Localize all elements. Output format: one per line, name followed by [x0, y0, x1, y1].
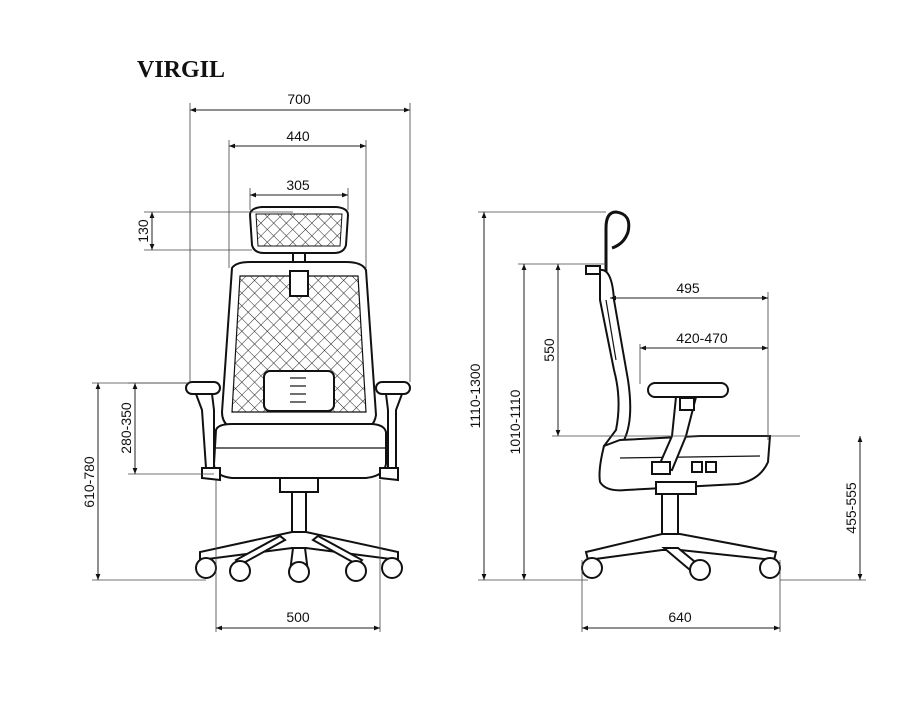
dim-headrest-adjust: 130 [135, 219, 151, 243]
side-armrest [647, 382, 729, 472]
star-base [199, 531, 399, 573]
dim-headrest-width: 305 [286, 177, 310, 193]
dim-front-overall-width: 700 [287, 91, 311, 107]
dim-backrest-height: 550 [541, 338, 557, 362]
dim-overall-height: 1110-1300 [467, 363, 483, 428]
front-view: 700 440 305 130 280-350 610-780 500 [81, 91, 411, 632]
dim-seat-depth: 495 [676, 280, 700, 296]
mechanism [279, 477, 319, 493]
dim-seat-depth-adjust: 420-470 [676, 330, 728, 346]
side-view: 1110-1300 1010-1110 550 495 420-470 455-… [467, 210, 866, 632]
left-armrest [185, 381, 221, 482]
dim-seat-height: 455-555 [843, 482, 859, 534]
product-title: VIRGIL [137, 57, 225, 83]
dim-armrest-height: 280-350 [118, 402, 134, 454]
side-mechanism [655, 481, 697, 495]
lumbar-support [263, 370, 335, 412]
dim-back-height: 1010-1110 [507, 389, 523, 454]
side-headrest [604, 210, 631, 272]
backrest [220, 261, 378, 433]
dim-armrest-floor: 610-780 [81, 456, 97, 508]
dim-base-depth: 640 [668, 609, 692, 625]
seat-cushion [212, 423, 387, 479]
dim-base-width: 500 [286, 609, 310, 625]
dim-back-width: 440 [286, 128, 310, 144]
headrest [248, 206, 350, 272]
side-casters [581, 557, 781, 581]
side-seat [598, 435, 772, 492]
side-gas-lift [661, 493, 679, 539]
side-backrest [599, 268, 632, 454]
right-armrest [375, 381, 411, 482]
front-casters [195, 557, 403, 583]
